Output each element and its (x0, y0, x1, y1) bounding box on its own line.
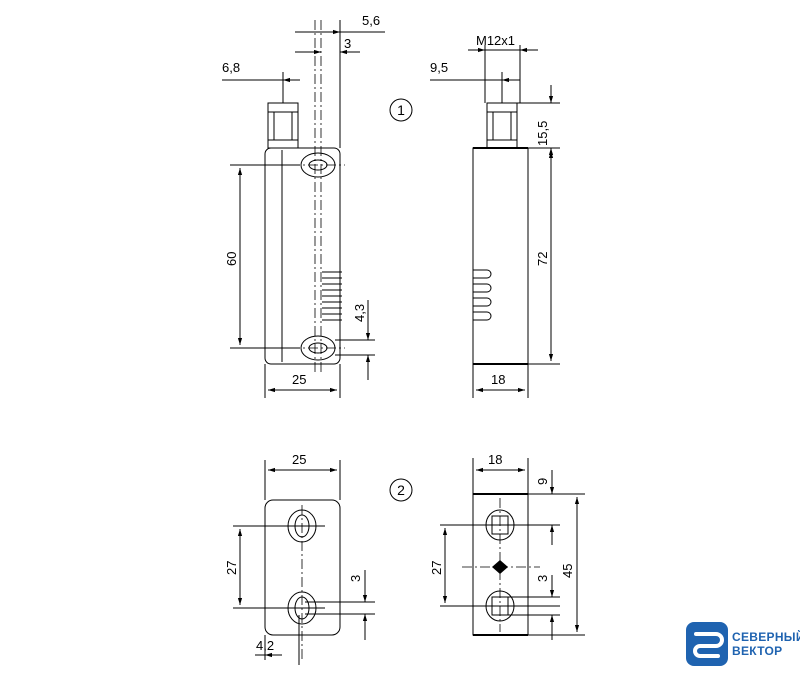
front-housing (472, 147, 529, 365)
logo-line-1: СЕВЕРНЫЙ (732, 629, 800, 644)
dim-side-width: 25 (292, 372, 306, 387)
dim-front-connector-offset: 9,5 (430, 60, 448, 75)
dim-front-width: 18 (491, 372, 505, 387)
front-connector (486, 102, 518, 149)
top-view: 25 27 3 4,2 (224, 452, 375, 665)
callout-1-label: 1 (397, 102, 405, 118)
dim-side-slot-gap: 4,3 (352, 304, 367, 322)
dim-end-hole-width: 3 (535, 575, 550, 582)
side-housing (264, 147, 341, 365)
dim-end-hole-pitch: 27 (429, 561, 444, 575)
logo-line-2: ВЕКТОР (732, 644, 782, 658)
side-view: 5,6 3 6,8 60 4,3 25 (222, 13, 385, 398)
front-slots (473, 269, 492, 321)
dim-front-height: 72 (535, 252, 550, 266)
front-view: M12x1 9,5 15,5 72 18 (430, 33, 560, 398)
dim-end-width: 18 (488, 452, 502, 467)
dim-side-slot-width: 3 (344, 36, 351, 51)
dim-front-connector-length: 15,5 (535, 121, 550, 146)
callout-2: 2 (389, 478, 413, 502)
dim-side-hole-pitch: 60 (224, 252, 239, 266)
dim-top-width: 25 (292, 452, 306, 467)
end-view: 18 9 27 3 45 (429, 452, 585, 640)
callout-2-label: 2 (397, 482, 405, 498)
dim-end-top-offset: 9 (535, 478, 550, 485)
callout-1: 1 (389, 98, 413, 122)
dim-front-thread: M12x1 (476, 33, 515, 48)
dim-side-connector-offset: 6,8 (222, 60, 240, 75)
dim-end-height: 45 (560, 564, 575, 578)
dim-top-hole-pitch: 27 (224, 561, 239, 575)
side-slots (322, 271, 342, 321)
company-logo: СЕВЕРНЫЙ ВЕКТОР (686, 622, 800, 666)
top-housing (264, 499, 341, 636)
side-connector (267, 102, 299, 149)
dim-side-slot-offset: 5,6 (362, 13, 380, 28)
dim-top-hole-width: 3 (348, 575, 363, 582)
dim-top-hole-offset: 4,2 (256, 638, 274, 653)
